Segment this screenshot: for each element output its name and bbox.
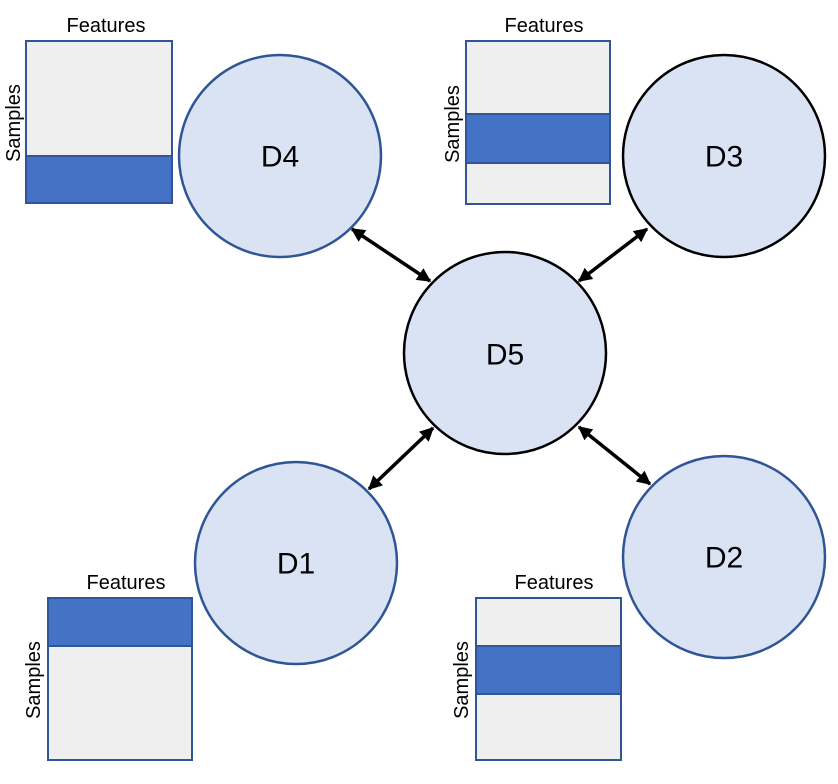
matrix-d3-band	[465, 113, 611, 164]
node-d1-circle	[193, 460, 399, 666]
node-d1-label: D1	[277, 548, 315, 581]
edge-d4-d5-arrow	[350, 227, 432, 283]
node-d1: D1	[193, 460, 399, 666]
node-d2-circle	[621, 454, 827, 660]
node-d3: D3	[621, 53, 827, 259]
matrix-d3-samples-label: Samples	[442, 85, 464, 163]
node-d3-label: D3	[705, 141, 743, 174]
node-d4-circle	[177, 53, 383, 259]
matrix-d1-samples-label: Samples	[23, 641, 45, 719]
edge-d2-d5-arrow	[577, 425, 652, 486]
node-d4-label: D4	[261, 141, 299, 174]
matrix-d4-band	[25, 155, 173, 204]
matrix-d4-features-label: Features	[67, 15, 146, 37]
matrix-d1-band	[47, 597, 193, 647]
matrix-d3-features-label: Features	[505, 15, 584, 37]
node-d4: D4	[177, 53, 383, 259]
matrix-d1: Features Samples	[23, 572, 193, 761]
node-d5-label: D5	[486, 339, 524, 372]
matrix-d2: Features Samples	[451, 572, 622, 761]
node-d2: D2	[621, 454, 827, 660]
matrix-d2-band	[475, 645, 622, 695]
matrix-d2-samples-label: Samples	[451, 641, 473, 719]
matrix-d3: Features Samples	[442, 15, 611, 205]
node-d2-label: D2	[705, 542, 743, 575]
edge-d1-d5-arrow	[367, 426, 435, 491]
node-d3-circle	[621, 53, 827, 259]
matrix-d4: Features Samples	[3, 15, 173, 204]
matrix-d2-features-label: Features	[515, 572, 594, 594]
matrix-d4-samples-label: Samples	[3, 84, 25, 162]
edges	[350, 227, 652, 491]
matrix-d1-features-label: Features	[87, 572, 166, 594]
node-d5-circle	[402, 250, 608, 456]
node-d5: D5	[402, 250, 608, 456]
edge-d3-d5-arrow	[577, 227, 649, 283]
